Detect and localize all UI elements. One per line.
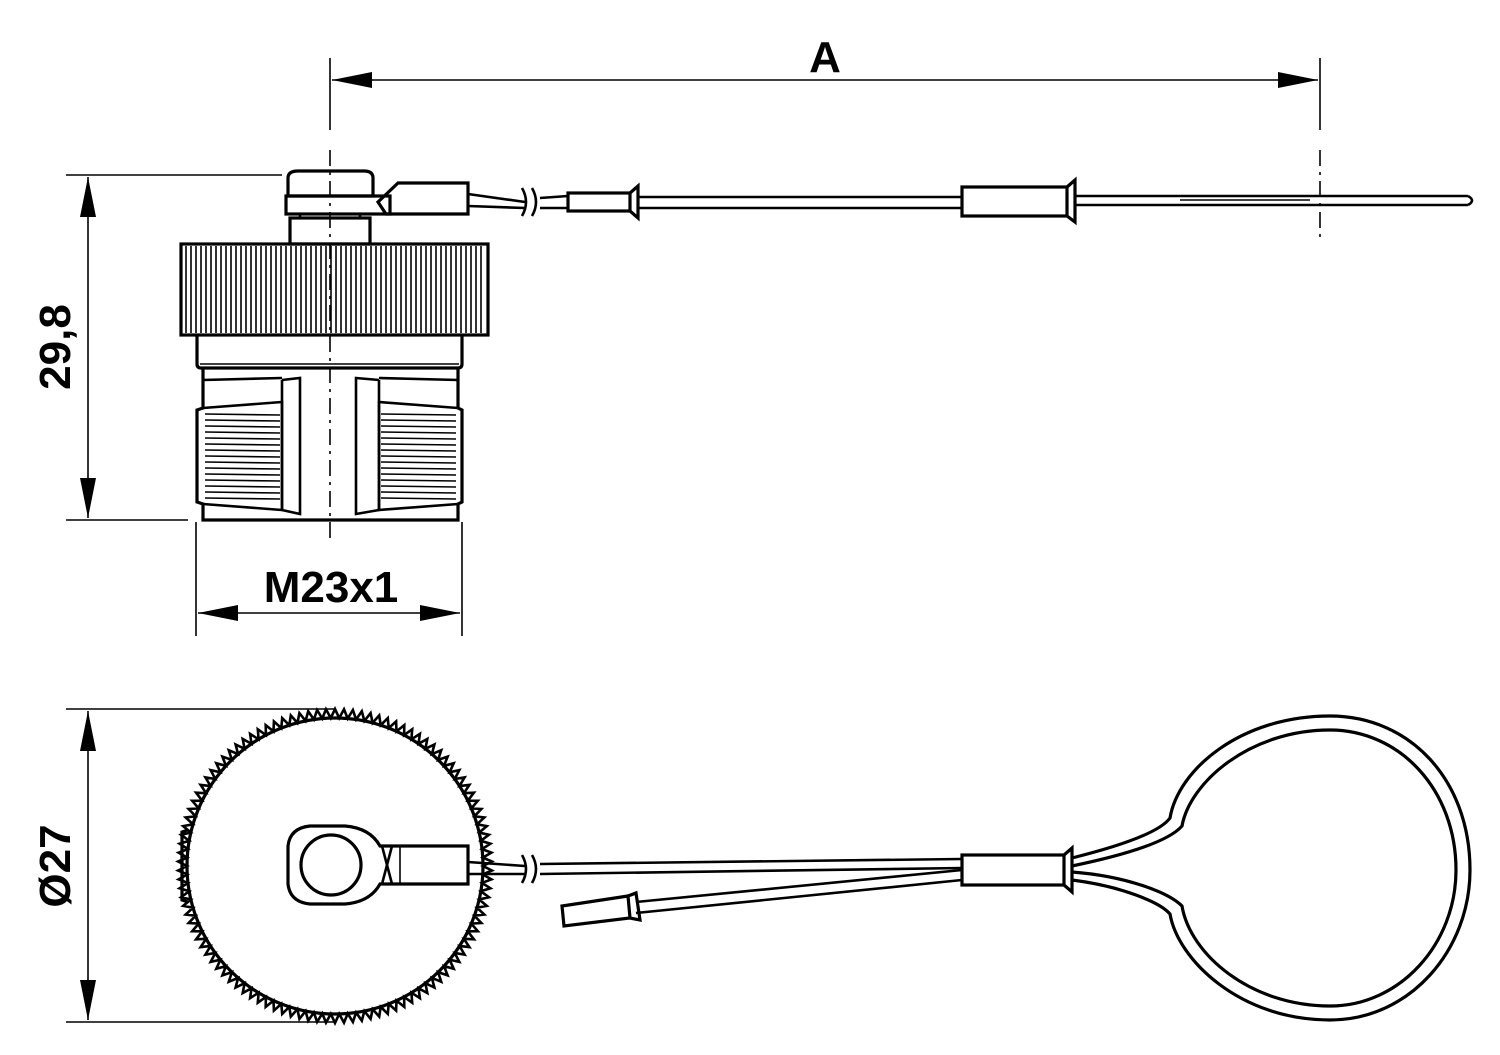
side-view: A 29,8 M23x1 xyxy=(31,33,1474,636)
dimension-height-label: 29,8 xyxy=(31,304,80,390)
cap-knob xyxy=(284,169,470,246)
knurled-nut xyxy=(179,242,490,337)
dimension-diameter-label: Ø27 xyxy=(31,824,80,907)
lanyard-side xyxy=(467,176,1474,226)
dimension-a-label: A xyxy=(809,33,841,82)
dimension-thread: M23x1 xyxy=(195,522,463,636)
center-boss xyxy=(286,824,470,906)
dimension-thread-label: M23x1 xyxy=(264,563,399,612)
lanyard-top xyxy=(467,714,1472,1022)
knurled-disc xyxy=(175,705,495,1027)
dimension-a: A xyxy=(329,33,1321,130)
dimension-diameter: Ø27 xyxy=(31,708,336,1023)
dimension-height: 29,8 xyxy=(31,174,282,521)
threaded-body xyxy=(195,368,464,522)
top-view: Ø27 xyxy=(31,705,1472,1027)
